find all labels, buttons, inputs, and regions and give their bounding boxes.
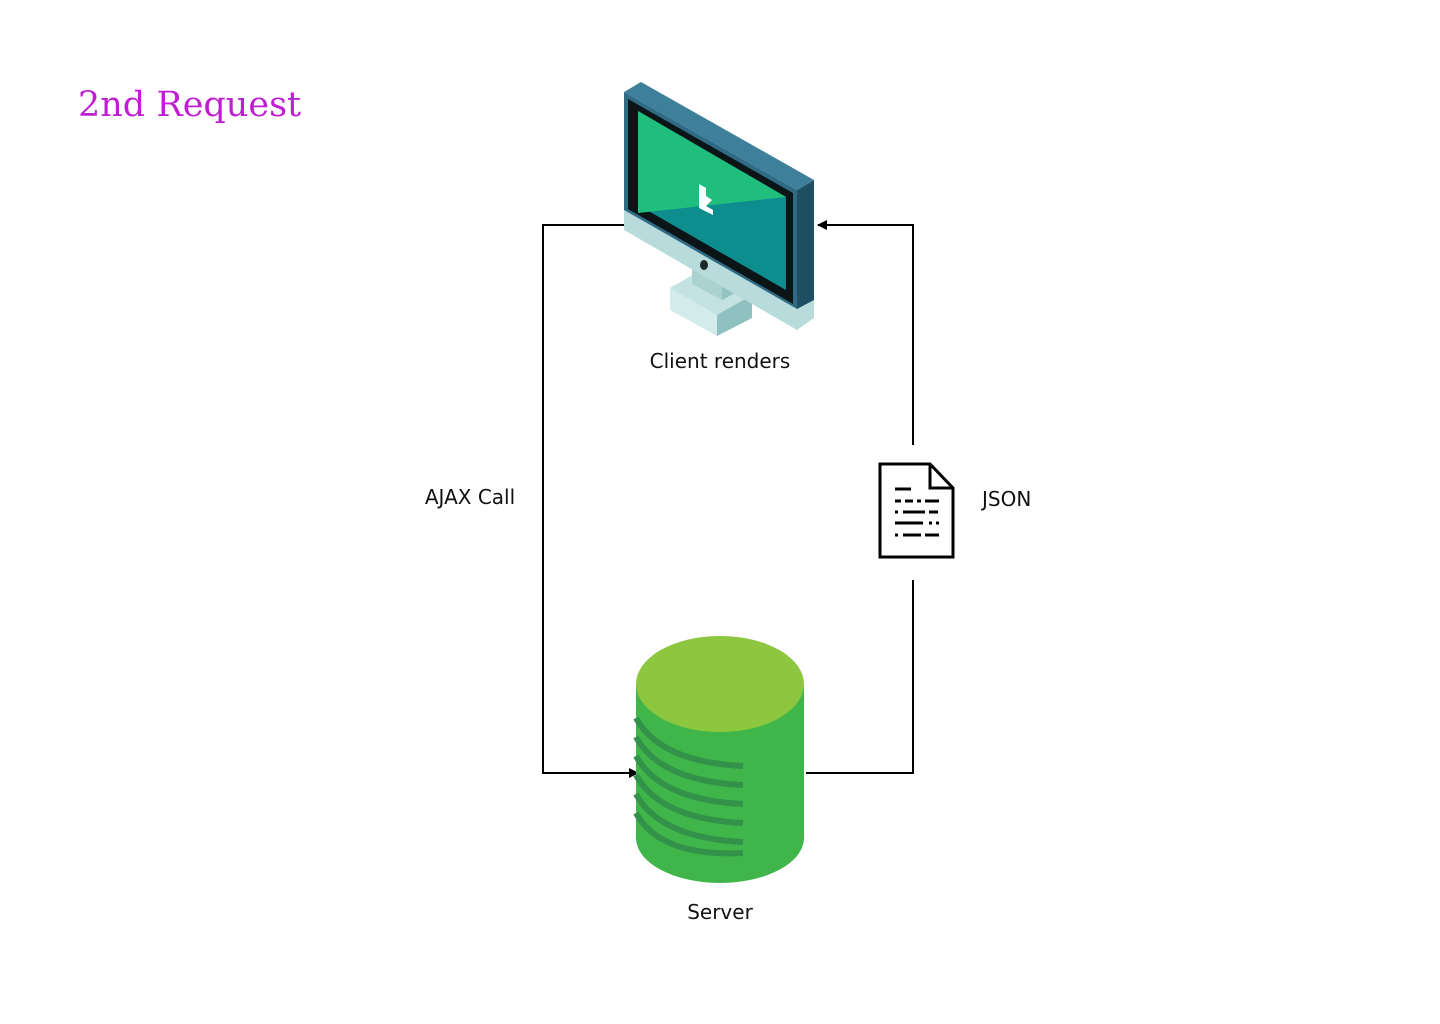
server-stripe [633,735,744,788]
json-label: JSON [980,487,1031,511]
server-stripe [633,754,744,807]
client-label: Client renders [650,349,791,373]
json-response-connector-lower [806,580,914,774]
server-label: Server [687,900,753,924]
server-stripe [633,811,744,857]
document-icon [878,462,955,559]
ajax-call-connector [542,224,639,778]
ajax-call-label: AJAX Call [425,485,515,509]
monitor-icon [624,82,814,336]
page-title: 2nd Request [78,85,302,125]
json-response-connector-upper [817,220,914,445]
server-stripe [633,773,744,826]
server-stripe [633,716,744,769]
database-icon [633,636,804,883]
server-stripe [633,792,744,845]
